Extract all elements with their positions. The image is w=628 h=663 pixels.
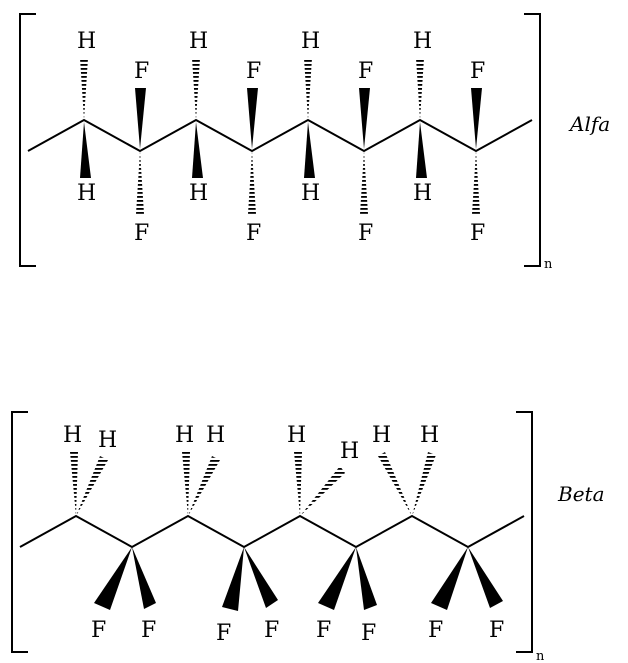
- alpha-atom-up: H: [301, 29, 320, 54]
- beta-atom-h: H: [287, 423, 306, 448]
- alpha-bond-wedge-down: [80, 122, 91, 178]
- beta-label: Beta: [557, 482, 605, 506]
- beta-bond-hash: [182, 452, 190, 516]
- beta-bond-wedge: [468, 547, 503, 608]
- beta-bond-wedge: [94, 547, 132, 610]
- beta-atom-h: H: [175, 423, 194, 448]
- beta-atom-h: H: [63, 423, 82, 448]
- alpha-atom-down: F: [134, 221, 149, 246]
- alpha-bond-wedge-up: [471, 88, 482, 149]
- beta-bond-hash: [70, 452, 78, 516]
- alpha-bond-hash-up: [192, 58, 200, 120]
- alpha-atom-up: H: [189, 29, 208, 54]
- alpha-bond-hash-down: [360, 151, 368, 214]
- alpha-bond-hash-down: [248, 151, 256, 214]
- alpha-bond-wedge-up: [247, 88, 258, 149]
- alpha-label: Alfa: [568, 112, 610, 136]
- alpha-atom-down: H: [301, 181, 320, 206]
- beta-atom-f: F: [316, 618, 331, 643]
- beta-atom-f: F: [216, 621, 231, 646]
- beta-bond-wedge: [318, 547, 356, 610]
- alpha-atom-down: F: [246, 221, 261, 246]
- alpha-atom-down: H: [77, 181, 96, 206]
- beta-bond-wedge: [222, 547, 244, 611]
- alpha-bond-wedge-up: [359, 88, 370, 149]
- beta-atom-h: H: [98, 428, 117, 453]
- alpha-atom-down: H: [413, 181, 432, 206]
- beta-bond-hash: [76, 456, 108, 516]
- alpha-atom-up: H: [77, 29, 96, 54]
- beta-bond-wedge: [356, 547, 377, 610]
- beta-bond-hash: [188, 456, 220, 516]
- alpha-bond-wedge-down: [416, 122, 427, 178]
- alpha-bond-hash-down: [472, 151, 480, 214]
- alpha-atom-down: F: [358, 221, 373, 246]
- beta-right-bracket: [516, 411, 533, 653]
- alpha-left-bracket: [19, 13, 36, 267]
- alpha-bond-wedge-down: [304, 122, 315, 178]
- alpha-atom-up: F: [246, 59, 261, 84]
- alpha-bond-hash-down: [136, 151, 144, 214]
- alpha-bond-hash-up: [80, 58, 88, 120]
- beta-bond-hash: [300, 466, 345, 516]
- alpha-bond-wedge-up: [135, 88, 146, 149]
- beta-bond-wedge: [132, 547, 156, 609]
- alpha-atom-up: F: [134, 59, 149, 84]
- beta-bond-hash: [294, 452, 302, 516]
- beta-atom-f: F: [91, 618, 106, 643]
- beta-atom-f: F: [141, 618, 156, 643]
- beta-backbone: [19, 514, 525, 549]
- alpha-structure: n Alfa H F H F H F: [19, 13, 610, 272]
- beta-atom-h: H: [372, 423, 391, 448]
- alpha-atom-up: F: [470, 59, 485, 84]
- alpha-repeat-subscript: n: [544, 257, 553, 272]
- alpha-atom-down: H: [189, 181, 208, 206]
- alpha-bond-wedge-down: [192, 122, 203, 178]
- alpha-atom-up: F: [358, 59, 373, 84]
- beta-atom-h: H: [420, 423, 439, 448]
- alpha-atom-up: H: [413, 29, 432, 54]
- alpha-bond-hash-up: [304, 58, 312, 120]
- alpha-right-bracket: [524, 13, 541, 267]
- beta-repeat-subscript: n: [536, 649, 545, 663]
- beta-bond-wedge: [244, 547, 278, 608]
- beta-atom-h: H: [206, 423, 225, 448]
- alpha-atom-down: F: [470, 221, 485, 246]
- beta-bond-wedge: [431, 547, 468, 610]
- beta-atom-f: F: [428, 618, 443, 643]
- beta-atom-h: H: [340, 439, 359, 464]
- beta-bond-hash: [412, 452, 436, 516]
- beta-structure: n Beta H H H H H H: [11, 411, 605, 663]
- alpha-backbone: [27, 118, 533, 153]
- beta-atom-f: F: [264, 618, 279, 643]
- alpha-bond-hash-up: [416, 58, 424, 120]
- beta-left-bracket: [11, 411, 28, 653]
- beta-bond-hash: [378, 452, 412, 516]
- beta-atom-f: F: [361, 621, 376, 646]
- beta-atom-f: F: [489, 618, 504, 643]
